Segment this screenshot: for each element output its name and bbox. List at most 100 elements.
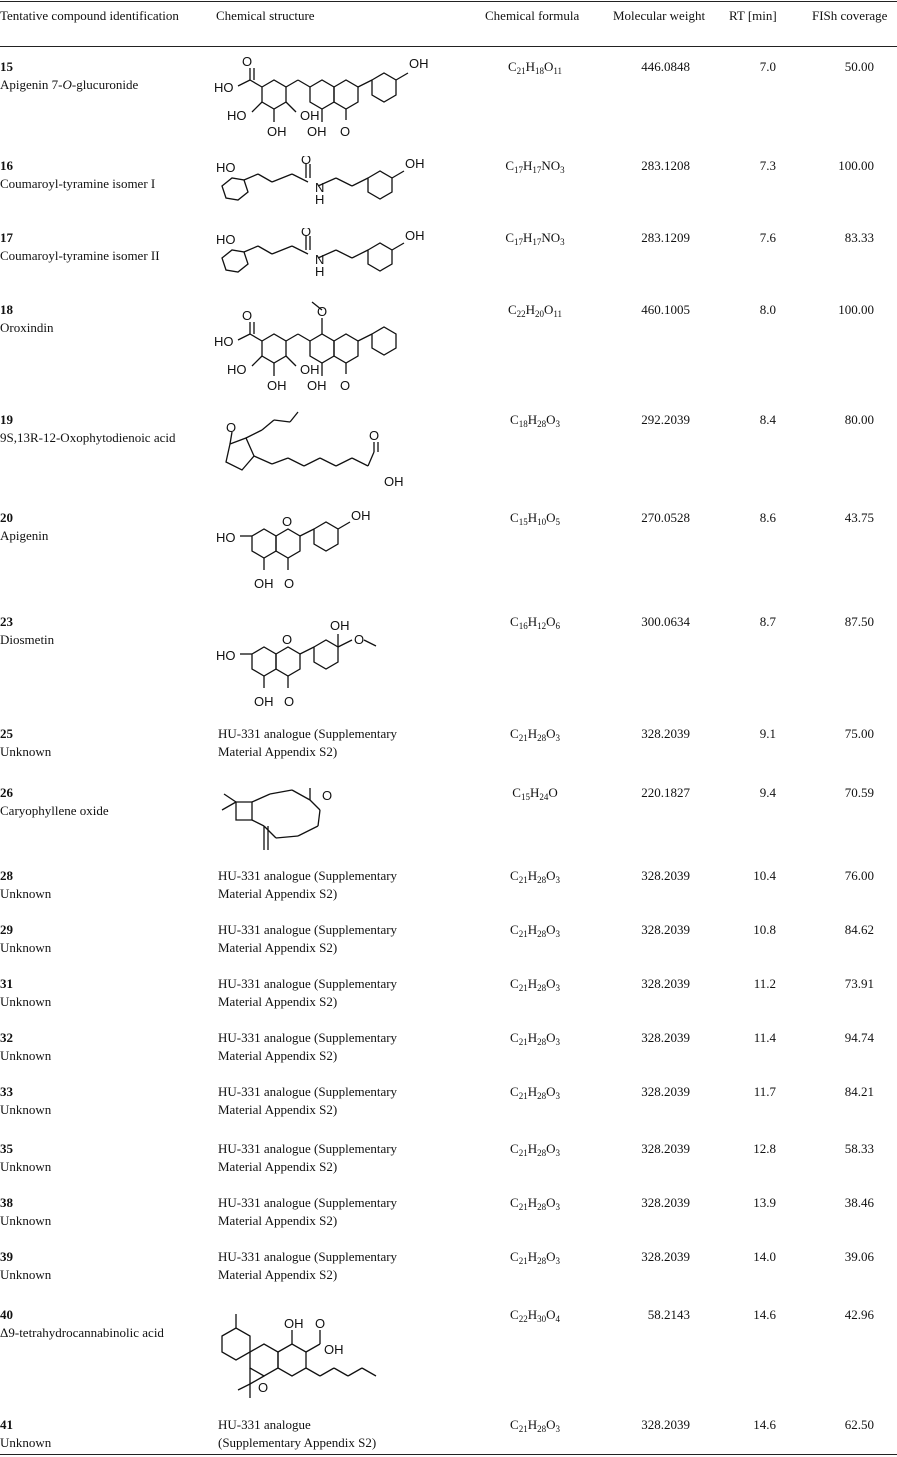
compound-name: Unknown <box>0 1159 52 1174</box>
atom-o: O <box>301 156 311 167</box>
compound-number: 32 <box>0 1030 13 1045</box>
compound-number: 29 <box>0 922 13 937</box>
chemical-formula: C21H28O3 <box>510 1195 560 1212</box>
fish-coverage: 50.00 <box>844 59 874 74</box>
molecular-weight: 328.2039 <box>641 1417 690 1432</box>
chemical-formula: C22H30O4 <box>510 1307 560 1324</box>
header-rt: RT [min] <box>729 8 777 23</box>
retention-time: 13.9 <box>753 1195 776 1210</box>
compound-name: Unknown <box>0 1267 52 1282</box>
header-structure: Chemical structure <box>216 8 315 23</box>
structure-description: HU-331 analogue (Supplementary Material … <box>218 1084 398 1117</box>
atom-o: O <box>258 1380 268 1395</box>
fish-coverage: 84.62 <box>844 922 874 937</box>
molecular-weight: 292.2039 <box>641 412 690 427</box>
atom-oh: OH <box>330 618 350 633</box>
compound-number: 41 <box>0 1417 13 1432</box>
atom-o: O <box>322 788 332 803</box>
atom-ho: HO <box>216 232 236 247</box>
chemical-formula: C21H28O3 <box>510 1141 560 1158</box>
molecular-weight: 300.0634 <box>641 614 690 629</box>
retention-time: 8.4 <box>759 412 776 427</box>
compound-name: Unknown <box>0 1435 52 1450</box>
atom-oh: OH <box>254 694 274 709</box>
atom-oh: OH <box>384 474 404 489</box>
fish-coverage: 73.91 <box>844 976 874 991</box>
structure-description: HU-331 analogue (Supplementary Material … <box>218 726 398 759</box>
retention-time: 14.6 <box>753 1307 776 1322</box>
chemical-formula: C15H24O <box>512 785 558 802</box>
fish-coverage: 42.96 <box>844 1307 874 1322</box>
compound-name: Unknown <box>0 1048 52 1063</box>
atom-oh: OH <box>409 56 429 71</box>
molecular-weight: 328.2039 <box>641 1141 690 1156</box>
structure-description: HU-331 analogue (Supplementary Material … <box>218 1195 398 1228</box>
compound-number: 35 <box>0 1141 13 1156</box>
molecular-weight: 328.2039 <box>641 1249 690 1264</box>
fish-coverage: 100.00 <box>838 158 874 173</box>
fish-coverage: 43.75 <box>844 510 874 525</box>
structure-17: HO O N H OH <box>216 228 425 279</box>
chemical-formula: C21H28O3 <box>510 1417 560 1434</box>
retention-time: 7.3 <box>759 158 776 173</box>
retention-time: 11.2 <box>753 976 776 991</box>
compound-name: Δ9-tetrahydrocannabinolic acid <box>0 1325 164 1340</box>
header-fish: FISh coverage <box>812 8 888 23</box>
atom-oh: OH <box>284 1316 304 1331</box>
compound-number: 33 <box>0 1084 13 1099</box>
molecular-weight: 328.2039 <box>641 868 690 883</box>
compound-name: Coumaroyl-tyramine isomer I <box>0 176 156 191</box>
atom-o: O <box>340 124 350 139</box>
compound-name: Apigenin 7-O-glucuronide <box>0 77 139 92</box>
chemical-formula: C16H12O6 <box>510 614 560 631</box>
compound-number: 17 <box>0 230 13 245</box>
atom-ho: HO <box>214 334 234 349</box>
chemical-formula: C22H20O11 <box>507 302 563 319</box>
atom-oh: OH <box>307 378 327 393</box>
chemical-formula: C21H28O3 <box>510 1030 560 1047</box>
structure-16: HO O N H OH <box>216 156 425 207</box>
compound-name: Coumaroyl-tyramine isomer II <box>0 248 160 263</box>
atom-oh: OH <box>267 378 287 393</box>
fish-coverage: 83.33 <box>844 230 874 245</box>
compound-number: 26 <box>0 785 13 800</box>
atom-o: O <box>315 1316 325 1331</box>
structure-20: HO O OH O OH <box>216 508 371 591</box>
molecular-weight: 446.0848 <box>641 59 690 74</box>
molecular-weight: 328.2039 <box>641 1195 690 1210</box>
compound-number: 15 <box>0 59 13 74</box>
retention-time: 8.0 <box>759 302 776 317</box>
atom-o: O <box>354 632 364 647</box>
chemical-formula: C18H28O3 <box>510 412 560 429</box>
atom-oh: OH <box>405 156 425 171</box>
molecular-weight: 58.2143 <box>647 1307 690 1322</box>
compound-number: 16 <box>0 158 13 173</box>
retention-time: 9.1 <box>759 726 776 741</box>
molecular-weight: 328.2039 <box>641 922 690 937</box>
compound-number: 39 <box>0 1249 13 1264</box>
structure-15: O HO HO OH OH OH O OH <box>214 54 429 139</box>
compound-name: Unknown <box>0 994 52 1009</box>
retention-time: 11.7 <box>753 1084 776 1099</box>
atom-o: O <box>282 514 292 529</box>
chemical-formula: C21H28O3 <box>510 922 560 939</box>
molecular-weight: 220.1827 <box>641 785 690 800</box>
atom-ho: HO <box>216 648 236 663</box>
retention-time: 11.4 <box>753 1030 776 1045</box>
compound-name: Unknown <box>0 940 52 955</box>
fish-coverage: 62.50 <box>844 1417 874 1432</box>
structure-description: HU-331 analogue (Supplementary Material … <box>218 868 398 901</box>
atom-oh: OH <box>300 108 320 123</box>
molecular-weight: 270.0528 <box>641 510 690 525</box>
atom-o: O <box>242 54 252 69</box>
retention-time: 10.4 <box>753 868 776 883</box>
